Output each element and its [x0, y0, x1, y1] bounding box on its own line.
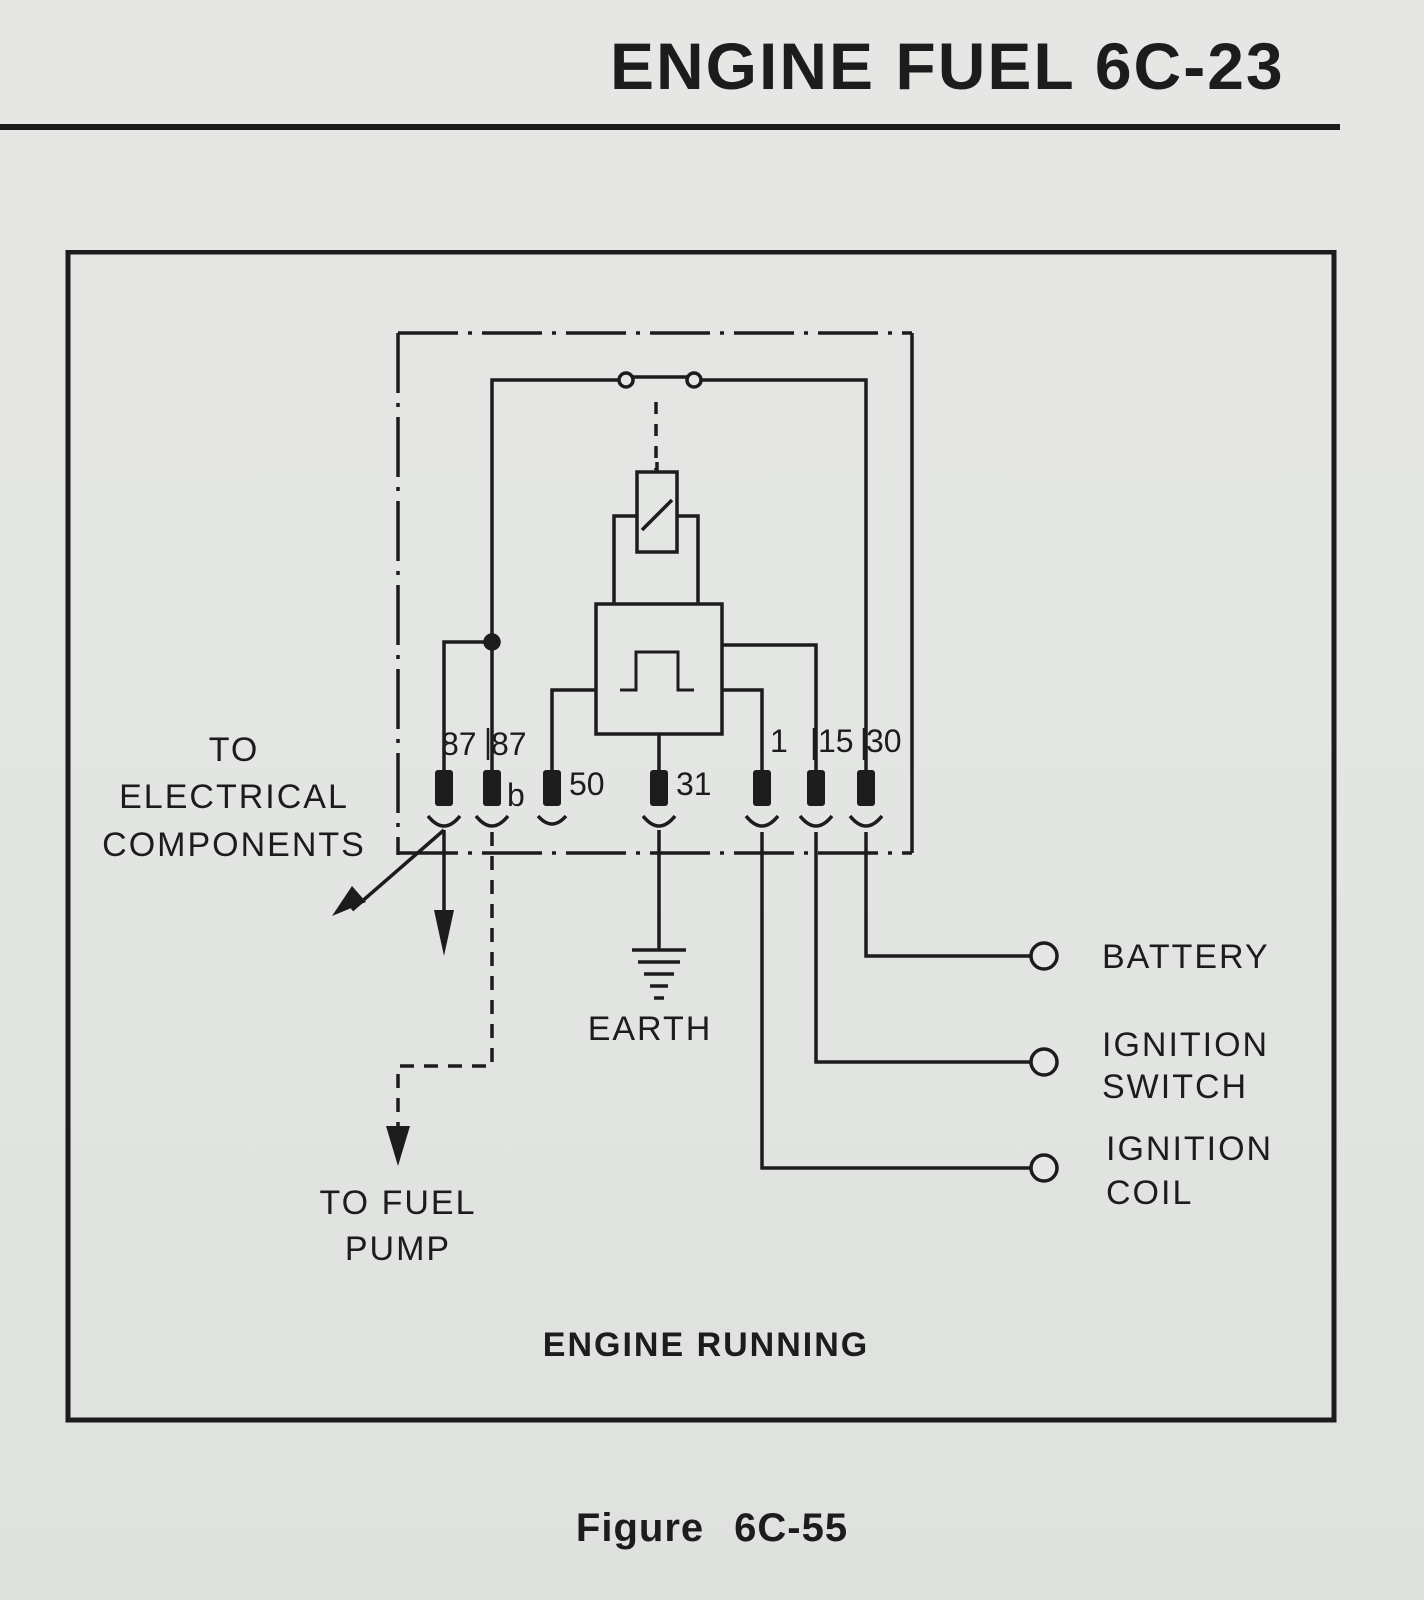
- label-line: IGNITION: [1106, 1130, 1273, 1168]
- terminal-pin-1: [753, 770, 771, 806]
- ignition-coil-label: IGNITION COIL: [1106, 1130, 1273, 1212]
- relay-coil: [635, 470, 679, 554]
- ignition-coil-terminal-icon: [1029, 1153, 1059, 1183]
- battery-label: BATTERY: [1102, 938, 1270, 976]
- electrical-arrow-icon: [332, 886, 366, 916]
- terminal-pins: [435, 770, 875, 806]
- terminal-label-50: 50: [569, 766, 605, 802]
- figure-frame: [65, 250, 1337, 1423]
- terminal-pin-87: [435, 770, 453, 806]
- page-title: ENGINE FUEL 6C-23: [610, 29, 1285, 103]
- label-line: TO: [209, 731, 260, 769]
- terminal-label-31: 31: [676, 766, 712, 802]
- battery-terminal-icon: [1029, 941, 1059, 971]
- ignition-switch-label: IGNITION SWITCH: [1102, 1026, 1269, 1106]
- fuel-pump-arrow-icon: [386, 1126, 410, 1166]
- figure-caption-number: 6C-55: [734, 1506, 849, 1550]
- label-line: COIL: [1106, 1174, 1193, 1212]
- terminal-label-1: 1: [770, 723, 788, 759]
- terminal-pin-87b: [483, 770, 501, 806]
- wiring-diagram-svg: 87 87 b 50 31 1 15 30: [65, 250, 1337, 1423]
- label-line: IGNITION: [1102, 1026, 1269, 1064]
- label-line: PUMP: [345, 1230, 451, 1268]
- header-rule: [0, 124, 1340, 130]
- connector-sockets: [426, 814, 884, 828]
- terminal-pin-50: [543, 770, 561, 806]
- ignition-switch-terminal-icon: [1029, 1047, 1059, 1077]
- label-line: SWITCH: [1102, 1068, 1248, 1106]
- relay-internal-wiring: [442, 371, 868, 780]
- timer-module: [594, 602, 724, 736]
- terminal-label-15: 15: [818, 723, 854, 759]
- earth-label: EARTH: [588, 1010, 713, 1048]
- wiring-diagram: 87 87 b 50 31 1 15 30: [52, 250, 1352, 1450]
- terminal-pin-15: [807, 770, 825, 806]
- to-electrical-components-label: TO ELECTRICAL COMPONENTS: [102, 731, 366, 864]
- to-fuel-pump-label: TO FUEL PUMP: [320, 1184, 477, 1268]
- relay-housing: [396, 331, 914, 855]
- label-line: TO FUEL: [320, 1184, 477, 1222]
- terminal-label-87: 87: [441, 726, 477, 762]
- label-line: COMPONENTS: [102, 826, 366, 864]
- label-line: ELECTRICAL: [119, 778, 349, 816]
- figure-caption: Figure 6C-55: [0, 1506, 1424, 1551]
- terminal-label-87b-suffix: b: [507, 777, 525, 813]
- state-caption: ENGINE RUNNING: [543, 1326, 869, 1364]
- terminal-label-30: 30: [866, 723, 902, 759]
- terminal-pin-31: [650, 770, 668, 806]
- external-wiring: [350, 828, 1059, 1183]
- terminal-pin-30: [857, 770, 875, 806]
- terminal-label-87b: 87: [491, 726, 527, 762]
- down-arrow-icon: [434, 910, 454, 956]
- figure-caption-word: Figure: [575, 1506, 705, 1550]
